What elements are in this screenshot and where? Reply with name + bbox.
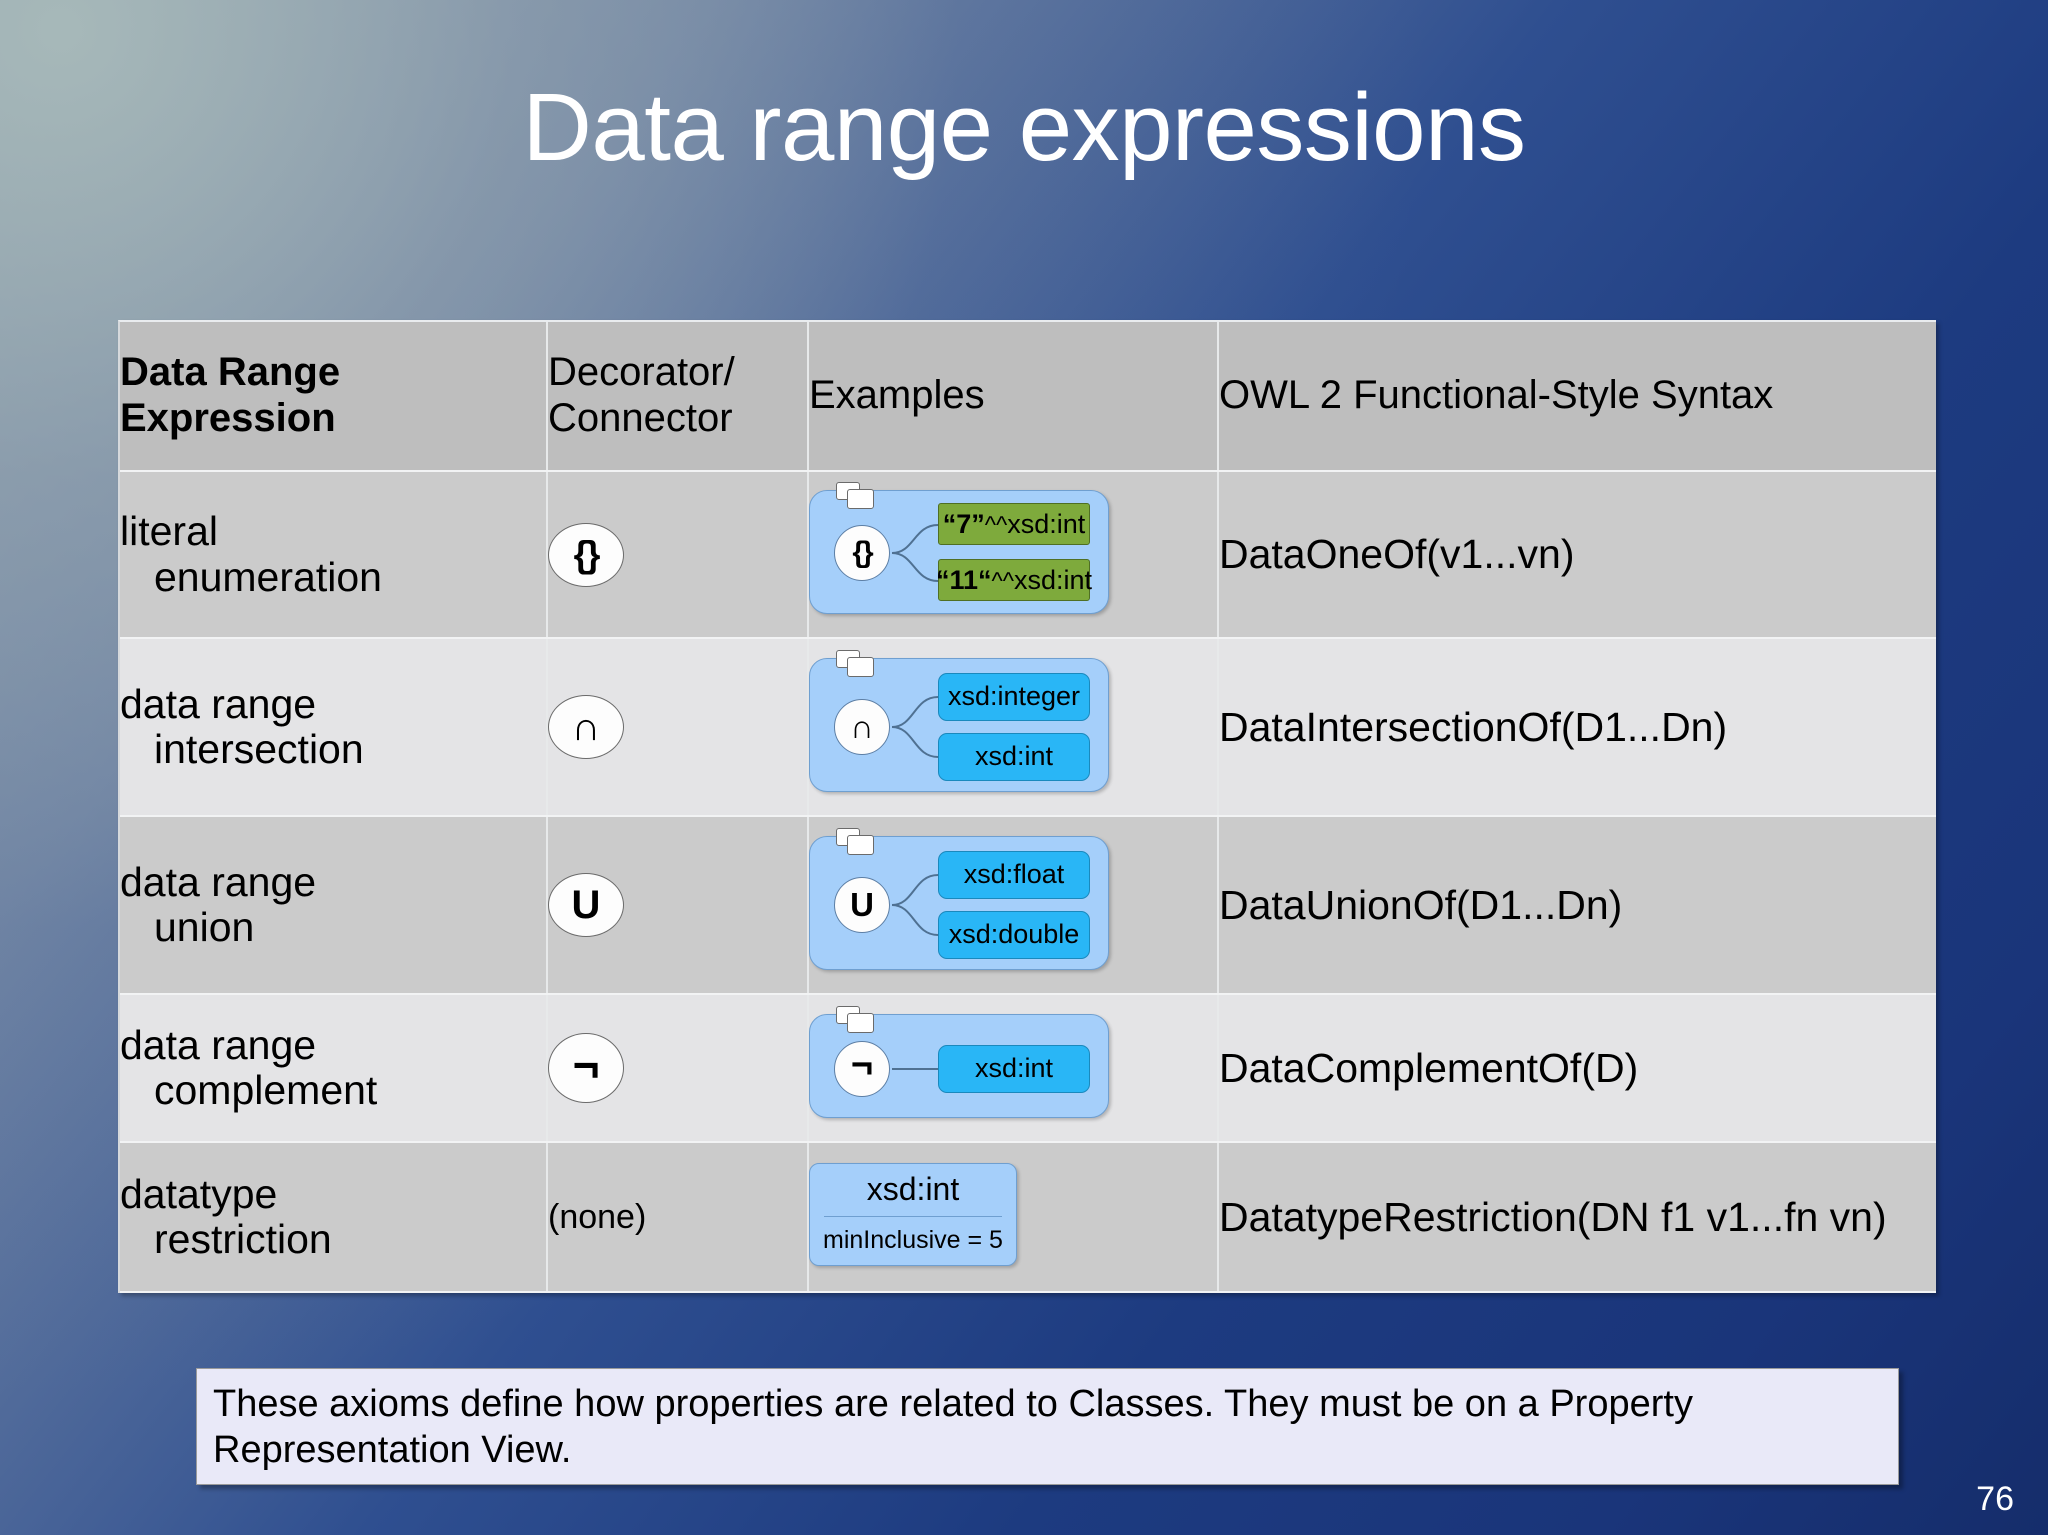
table-row: data range intersection ∩ xyxy=(120,638,1936,817)
cell-example: {} “7”^^xsd:int “11“^^xsd:int xyxy=(808,471,1219,639)
example-node-data-range-complement: ¬ xsd:int xyxy=(809,1005,1109,1118)
literal-value-box: “11“^^xsd:int xyxy=(935,559,1093,601)
connector-links xyxy=(891,524,939,582)
table-row: datatype restriction (none) xsd:int minI… xyxy=(120,1142,1936,1293)
cell-example: U xsd:float xsd:double xyxy=(808,816,1219,995)
table-row: data range complement ¬ ¬ xsd xyxy=(120,994,1936,1143)
cell-syntax: DataComplementOf(D) xyxy=(1218,994,1936,1143)
cell-expression: data range union xyxy=(120,816,548,995)
connector-links xyxy=(891,873,939,936)
connector-icon-intersection: ∩ xyxy=(834,698,890,755)
expression-line2: restriction xyxy=(154,1216,332,1262)
example-node-data-range-intersection: ∩ xsd:integer xsd:int xyxy=(809,649,1109,792)
expression-line2: intersection xyxy=(154,726,364,772)
expression-line2: union xyxy=(154,904,255,950)
expression-line1: data range xyxy=(120,858,317,905)
cell-expression: data range complement xyxy=(120,994,548,1143)
expression-line1: literal xyxy=(120,508,218,555)
cell-expression: literal enumeration xyxy=(120,471,548,639)
data-range-table: Data Range Expression Decorator/ Connect… xyxy=(120,322,1936,1293)
literal-value-text: “7”^^xsd:int xyxy=(942,508,1086,539)
cell-decorator: (none) xyxy=(547,1142,809,1293)
table-header-row: Data Range Expression Decorator/ Connect… xyxy=(120,322,1936,472)
column-header-decorator-line1: Decorator/ xyxy=(548,350,735,395)
cell-example: ¬ xsd:int xyxy=(808,994,1219,1143)
cell-syntax: DataOneOf(v1...vn) xyxy=(1218,471,1936,639)
connector-icon-negation: ¬ xyxy=(834,1040,890,1097)
braces-enumeration-icon: {} xyxy=(548,522,624,587)
page-title: Data range expressions xyxy=(522,74,1526,181)
datatype-box: xsd:float xyxy=(938,850,1090,899)
facet-restriction: minInclusive = 5 xyxy=(823,1226,1003,1255)
table-row: data range union U U xyxy=(120,816,1936,995)
cell-expression: data range intersection xyxy=(120,638,548,817)
expression-line1: data range xyxy=(120,680,317,727)
cell-syntax: DataUnionOf(D1...Dn) xyxy=(1218,816,1936,995)
column-header-expression-line2: Expression xyxy=(120,396,336,440)
literal-value-text: “11“^^xsd:int xyxy=(935,564,1093,595)
node-tab-icon xyxy=(836,649,874,677)
column-header-syntax: OWL 2 Functional-Style Syntax xyxy=(1218,322,1936,472)
cell-decorator: {} xyxy=(547,471,809,639)
node-tab-icon xyxy=(836,1005,874,1033)
table-body: literal enumeration {} {} xyxy=(120,471,1936,1293)
expression-line2: enumeration xyxy=(154,553,382,600)
datatype-box: xsd:double xyxy=(938,910,1090,959)
datatype-box: xsd:integer xyxy=(938,672,1090,721)
divider xyxy=(824,1215,1002,1218)
table-header: Data Range Expression Decorator/ Connect… xyxy=(120,322,1936,472)
expression-line1: datatype xyxy=(120,1170,278,1217)
expression-line1: data range xyxy=(120,1021,317,1068)
node-tab-icon xyxy=(836,482,874,509)
column-header-expression: Data Range Expression xyxy=(120,322,548,472)
negation-icon: ¬ xyxy=(548,1033,624,1103)
connector-links xyxy=(892,1067,938,1070)
cell-example: ∩ xsd:integer xsd:int xyxy=(808,638,1219,817)
cell-expression: datatype restriction xyxy=(120,1142,548,1293)
data-range-table-wrapper: Data Range Expression Decorator/ Connect… xyxy=(118,320,1936,1293)
cell-example: xsd:int minInclusive = 5 xyxy=(808,1142,1219,1293)
intersection-icon: ∩ xyxy=(548,695,624,759)
cell-syntax: DatatypeRestriction(DN f1 v1...fn vn) xyxy=(1218,1142,1936,1293)
datatype-box: xsd:int xyxy=(938,1044,1090,1093)
connector-icon-union: U xyxy=(834,876,890,933)
union-icon: U xyxy=(548,873,624,937)
page-number: 76 xyxy=(1976,1480,2014,1518)
datatype-name: xsd:int xyxy=(866,1170,960,1207)
cell-decorator: ¬ xyxy=(547,994,809,1143)
example-node-data-range-union: U xsd:float xsd:double xyxy=(809,827,1109,970)
table-row: literal enumeration {} {} xyxy=(120,471,1936,639)
connector-icon-braces: {} xyxy=(834,525,890,581)
column-header-expression-line1: Data Range xyxy=(120,350,341,395)
column-header-decorator-line2: Connector xyxy=(548,396,733,440)
no-decorator-label: (none) xyxy=(548,1197,647,1236)
column-header-examples: Examples xyxy=(808,322,1219,472)
node-tab-icon xyxy=(836,827,874,855)
column-header-decorator: Decorator/ Connector xyxy=(547,322,809,472)
literal-value-box: “7”^^xsd:int xyxy=(938,503,1090,545)
example-node-datatype-restriction: xsd:int minInclusive = 5 xyxy=(809,1162,1017,1267)
slide-note-caption: These axioms define how properties are r… xyxy=(196,1368,1899,1485)
datatype-box: xsd:int xyxy=(938,732,1090,781)
example-node-literal-enumeration: {} “7”^^xsd:int “11“^^xsd:int xyxy=(809,482,1109,614)
cell-decorator: U xyxy=(547,816,809,995)
cell-syntax: DataIntersectionOf(D1...Dn) xyxy=(1218,638,1936,817)
connector-links xyxy=(891,695,939,758)
cell-decorator: ∩ xyxy=(547,638,809,817)
expression-line2: complement xyxy=(154,1067,378,1113)
